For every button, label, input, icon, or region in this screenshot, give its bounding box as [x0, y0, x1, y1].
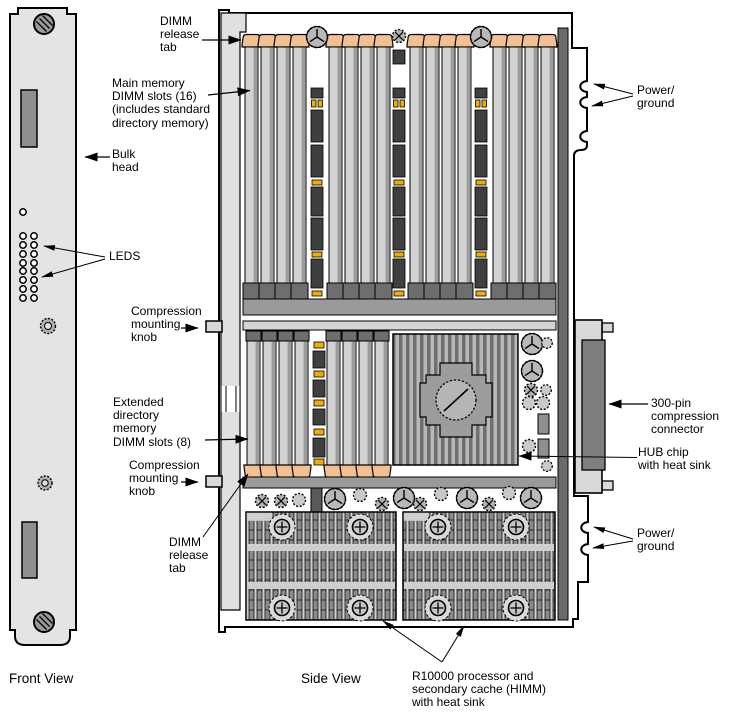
hub-chip-heatsink [392, 333, 519, 466]
arrow-hub-chip [518, 451, 638, 461]
label-compression-knob-bottom: Compression mounting knob [129, 458, 200, 499]
rail-gap [221, 386, 240, 412]
side-view-board [205, 9, 614, 633]
label-compression-knob-top: Compression mounting knob [131, 304, 202, 345]
label-dimm-release-tab-top: DIMM release tab [160, 14, 200, 55]
caption-front-view: Front View [9, 671, 74, 686]
chip-column-1 [310, 87, 324, 297]
label-power-ground-bottom: Power/ ground [637, 526, 675, 554]
label-bulk-head: Bulk head [112, 147, 139, 175]
label-power-ground-top: Power/ ground [637, 83, 675, 111]
middle-right-components [520, 332, 553, 472]
arrow-dimm-release-bottom [202, 473, 249, 538]
label-dimm-release-tab-bottom: DIMM release tab [169, 535, 209, 576]
main-memory-dimm-section [241, 25, 558, 300]
status-hole [19, 208, 27, 216]
arrow-power-ground-top-2 [591, 95, 634, 107]
arrow-main-memory [207, 87, 251, 97]
edge-strip [557, 27, 569, 621]
left-rail [220, 12, 247, 611]
vent-slot-lower [21, 521, 38, 579]
compression-connector-300pin [574, 319, 614, 494]
label-r10000-processor: R10000 processor and secondary cache (HI… [412, 669, 547, 710]
compression-knob-tab-top [205, 320, 223, 333]
chip-column-3 [474, 87, 488, 297]
caption-side-view: Side View [301, 671, 361, 686]
arrow-extended-memory [204, 434, 249, 444]
chip-column-2 [392, 87, 406, 297]
callout-arrows [41, 35, 648, 663]
compression-knob-tab-bottom [205, 475, 223, 488]
label-main-memory-dimm-slots: Main memory DIMM slots (16) (includes st… [112, 76, 211, 130]
arrow-leds-2 [41, 258, 106, 278]
label-hub-chip: HUB chip with heat sink [638, 445, 711, 473]
captive-screw-top-icon [33, 13, 55, 35]
front-knob-lower-icon [37, 475, 53, 491]
front-view-panel [9, 7, 77, 646]
arrow-power-ground-bottom-1 [593, 526, 634, 540]
board-knob-icon [305, 25, 329, 49]
processor-heatsink-right [402, 511, 556, 622]
chip-column-mid [312, 341, 326, 466]
arrow-leds-1 [43, 245, 106, 258]
label-leds: LEDS [109, 249, 141, 263]
processor-heatsink-left [245, 511, 397, 622]
label-300pin-connector: 300-pin compression connector [651, 396, 720, 437]
board-screw-icon [391, 28, 407, 44]
board-knob-icon [469, 25, 493, 49]
divider-bar-light [242, 320, 557, 331]
label-extended-directory: Extended directory memory DIMM slots (8) [113, 395, 191, 449]
divider-bar-upper [242, 298, 557, 316]
front-knob-upper-icon [39, 317, 57, 335]
arrow-power-ground-bottom-2 [592, 540, 634, 549]
arrow-r10000-1 [382, 620, 443, 663]
captive-screw-bottom-icon [33, 611, 55, 633]
arrow-power-ground-top-1 [593, 83, 634, 95]
arrow-r10000-2 [441, 625, 465, 663]
extended-memory-dimm-section [243, 330, 392, 479]
vent-slot-upper [20, 89, 38, 148]
